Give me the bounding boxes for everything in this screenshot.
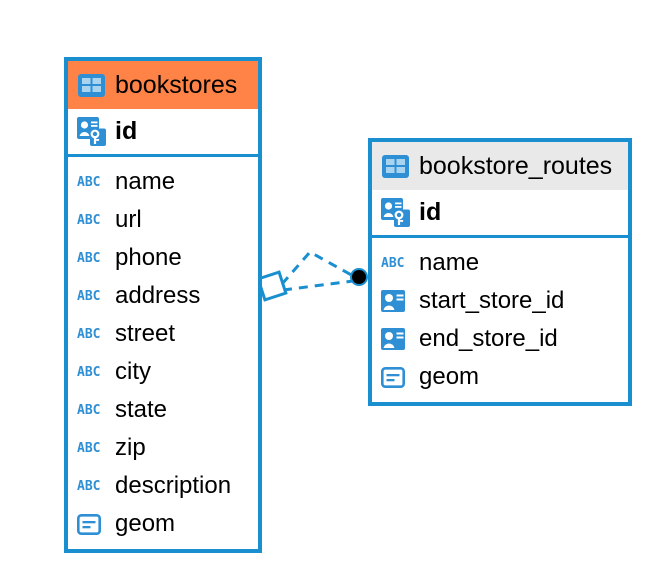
field-label: description [115, 472, 232, 499]
field-label: name [115, 168, 176, 195]
field-label: address [115, 282, 201, 309]
entity-title: bookstore_routes [419, 151, 613, 180]
relationship-line-upper [280, 250, 356, 285]
field-label: city [115, 358, 151, 385]
field-row[interactable]: ABC state [68, 391, 258, 429]
field-row[interactable]: ABC zip [68, 429, 258, 467]
field-label: phone [115, 244, 182, 271]
relationship-target-circle [350, 268, 368, 286]
field-label: street [115, 320, 176, 347]
field-row[interactable]: ABC city [68, 353, 258, 391]
abc-text-icon: ABC [381, 255, 405, 271]
entity-header[interactable]: bookstore_routes [372, 142, 628, 190]
abc-text-icon: ABC [77, 174, 101, 190]
field-row[interactable]: ABC name [68, 163, 258, 201]
field-list: ABC name ABC url ABC phone ABC address A… [68, 157, 258, 549]
abc-text-icon: ABC [77, 288, 101, 304]
field-row[interactable]: start_store_id [372, 282, 628, 320]
field-label: name [419, 249, 480, 276]
abc-text-icon: ABC [77, 326, 101, 342]
table-icon [78, 73, 105, 97]
field-row[interactable]: ABC address [68, 277, 258, 315]
abc-text-icon: ABC [77, 250, 101, 266]
abc-text-icon: ABC [77, 478, 101, 494]
relationship-line-lower [282, 279, 354, 292]
primary-key-icon [381, 198, 410, 227]
abc-text-icon: ABC [77, 402, 101, 418]
field-row[interactable]: ABC name [372, 244, 628, 282]
field-row[interactable]: geom [372, 358, 628, 396]
primary-key-row[interactable]: id [372, 190, 628, 238]
entity-bookstores[interactable]: bookstores id ABC [64, 57, 262, 553]
field-label: state [115, 396, 168, 423]
field-row[interactable]: ABC street [68, 315, 258, 353]
field-row[interactable]: ABC phone [68, 239, 258, 277]
geometry-icon [381, 366, 410, 388]
field-label: geom [419, 363, 480, 390]
foreign-key-icon [381, 289, 410, 313]
abc-text-icon: ABC [77, 212, 101, 228]
field-row[interactable]: geom [68, 505, 258, 543]
foreign-key-icon [381, 327, 410, 351]
field-row[interactable]: ABC description [68, 467, 258, 505]
field-label: geom [115, 510, 176, 537]
primary-key-icon [77, 117, 106, 146]
field-label: url [115, 206, 142, 233]
relationship-source-diamond [256, 270, 288, 302]
field-label: start_store_id [419, 287, 565, 314]
entity-bookstore-routes[interactable]: bookstore_routes id [368, 138, 632, 406]
field-label: zip [115, 434, 146, 461]
field-label: end_store_id [419, 325, 558, 352]
geometry-icon [77, 513, 106, 535]
field-list: ABC name start_store_id [372, 238, 628, 402]
abc-text-icon: ABC [77, 440, 101, 456]
entity-title: bookstores [115, 70, 238, 99]
field-row[interactable]: end_store_id [372, 320, 628, 358]
abc-text-icon: ABC [77, 364, 101, 380]
primary-key-row[interactable]: id [68, 109, 258, 157]
field-row[interactable]: ABC url [68, 201, 258, 239]
entity-header[interactable]: bookstores [68, 61, 258, 109]
primary-key-label: id [115, 117, 138, 145]
table-icon [382, 154, 409, 178]
primary-key-label: id [419, 198, 442, 226]
